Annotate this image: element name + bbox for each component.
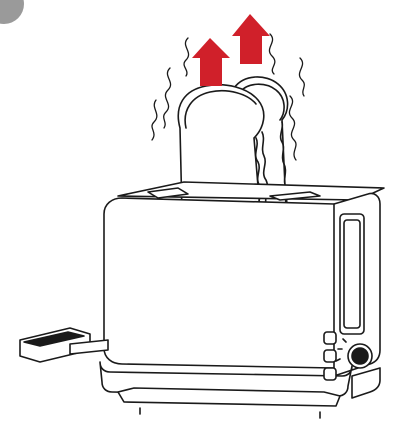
crumb-tray-icon [20,328,108,362]
up-arrow-icon [192,14,270,86]
toaster-icon [100,182,384,418]
